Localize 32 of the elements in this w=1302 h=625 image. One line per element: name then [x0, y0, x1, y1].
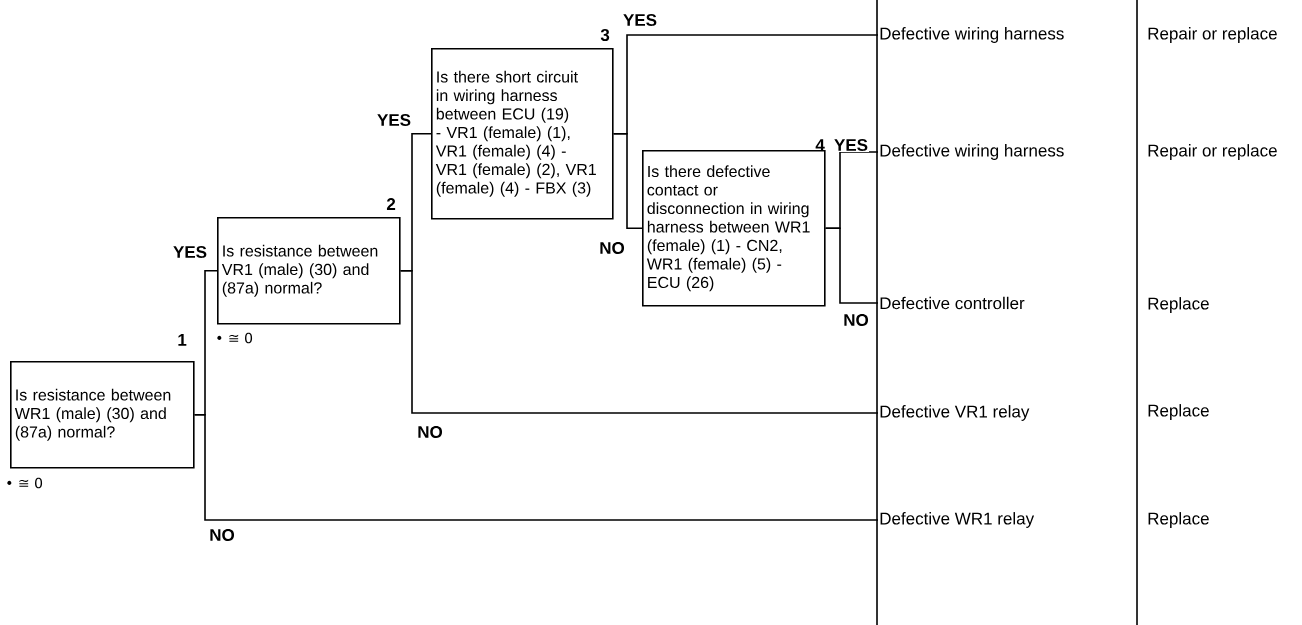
cause-text: Defective wiring harness	[880, 27, 1064, 43]
step-number: 2	[386, 198, 396, 210]
step-number: 4	[815, 139, 825, 151]
connector-line	[399, 270, 879, 414]
edge-label: NO	[842, 313, 870, 327]
edge-label: NO	[598, 241, 626, 255]
cause-text: Defective VR1 relay	[880, 405, 1030, 421]
cause-text: Defective wiring harness	[880, 144, 1064, 160]
remedy-text: Replace	[1148, 404, 1209, 420]
connector-line	[824, 227, 879, 304]
edge-label: YES	[833, 138, 869, 152]
cause-text: Defective controller	[880, 296, 1025, 310]
connector-line	[193, 414, 879, 521]
edge-label: YES	[376, 113, 412, 127]
remedy-text: Replace	[1148, 512, 1209, 528]
remedy-text: Repair or replace	[1148, 144, 1277, 160]
tolerance-note: • ≅ 0	[7, 477, 43, 489]
edge-label: YES	[172, 245, 208, 259]
question-box: Is there defective contact or disconnection in wiring harness between WR1 (female) (1) - CN2, WR1 (female) (5) - ECU (26)	[642, 150, 826, 307]
step-number: 1	[178, 334, 187, 346]
question-box: Is resistance between VR1 (male) (30) and (87a) normal?	[217, 217, 401, 325]
edge-label: NO	[416, 425, 444, 439]
cause-text: Defective WR1 relay	[880, 512, 1035, 528]
tolerance-note: • ≅ 0	[217, 332, 253, 344]
remedy-text: Replace	[1148, 297, 1209, 313]
remedy-text: Repair or replace	[1148, 27, 1277, 43]
connector-line	[612, 133, 643, 230]
question-box: Is there short circuit in wiring harness between ECU (19) - VR1 (female) (1), VR1 (female) (4) - VR1 (female) (2), VR1 (female) (4) - FBX (3)	[431, 48, 614, 220]
edge-label: YES	[622, 13, 658, 27]
edge-label: NO	[208, 528, 236, 542]
question-box: Is resistance between WR1 (male) (30) and (87a) normal?	[10, 361, 195, 469]
step-number: 3	[600, 28, 610, 42]
